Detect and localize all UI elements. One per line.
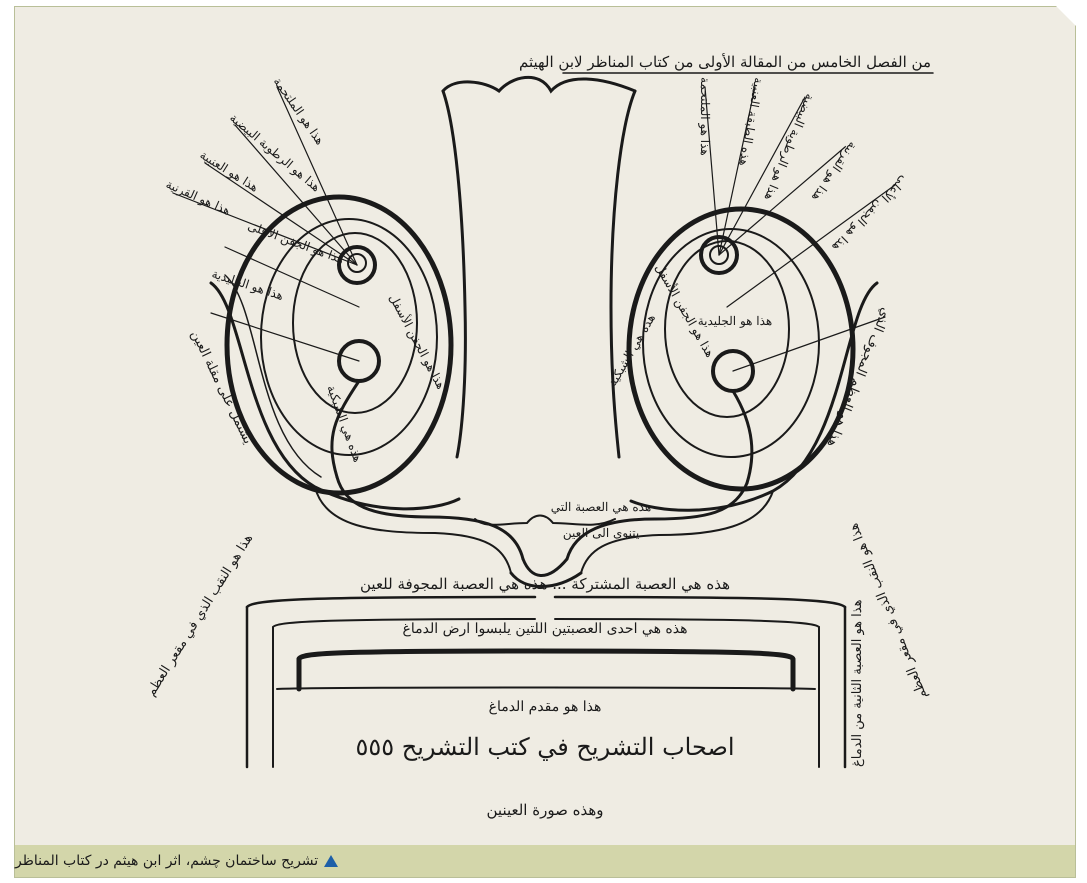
center-title: اصحاب التشريح في كتب التشريح ٥٥٥ bbox=[355, 733, 734, 761]
left-side-label: يشتمل على مقلة العين bbox=[187, 328, 255, 447]
right-side-label: هذا هو العصبة الثانية من الدماغ bbox=[850, 599, 865, 767]
right-ray-label: هذه الطبقة العنبية bbox=[736, 76, 765, 167]
bridge-label: هذه هي العصبة التي bbox=[551, 500, 652, 514]
right-ray-label: هذا هو الجفن الأسفل bbox=[652, 261, 718, 360]
left-ray-label: هذا هو العنبية bbox=[197, 148, 261, 195]
right-ray-label: هذا هو الملتحمة bbox=[698, 77, 712, 156]
right-eye bbox=[629, 209, 853, 489]
center-line: هذه هي العصبة المشتركة ... هذه هي العصبة… bbox=[360, 575, 730, 593]
center-line: وهذه صورة العينين bbox=[487, 801, 604, 819]
left-ray-label: هذا هو الجفن الأسفل bbox=[386, 291, 449, 391]
bridge-label: يتنوى الى العين bbox=[563, 526, 639, 540]
right-ray-label: هذا هو الجفن الأعلى bbox=[829, 173, 911, 255]
caption-bar: تشریح ساختمان چشم، اثر ابن هیثم در کتاب … bbox=[15, 845, 1075, 877]
center-line: هذه هي احدى العصبتين اللتين يلبسوا ارض ا… bbox=[403, 621, 688, 637]
triangle-icon bbox=[324, 855, 338, 867]
right-ray-label: هذا هو الرطوبة البيضية bbox=[762, 92, 818, 203]
figure-panel: من الفصل الخامس من المقالة الأولى من كتا… bbox=[14, 6, 1076, 878]
caption-text: تشریح ساختمان چشم، اثر ابن هیثم در کتاب … bbox=[15, 853, 318, 869]
center-line: هذا هو مقدم الدماغ bbox=[489, 699, 602, 715]
left-ray-label: هذا هو القرنية bbox=[164, 177, 233, 218]
right-ray-label: هذا هو الجليدية bbox=[698, 314, 773, 328]
left-side-label: هذا هو النقب الذي في مقعر العظم bbox=[144, 531, 257, 699]
eye-anatomy-diagram: من الفصل الخامس من المقالة الأولى من كتا… bbox=[15, 7, 1075, 847]
header-text: من الفصل الخامس من المقالة الأولى من كتا… bbox=[519, 53, 931, 71]
